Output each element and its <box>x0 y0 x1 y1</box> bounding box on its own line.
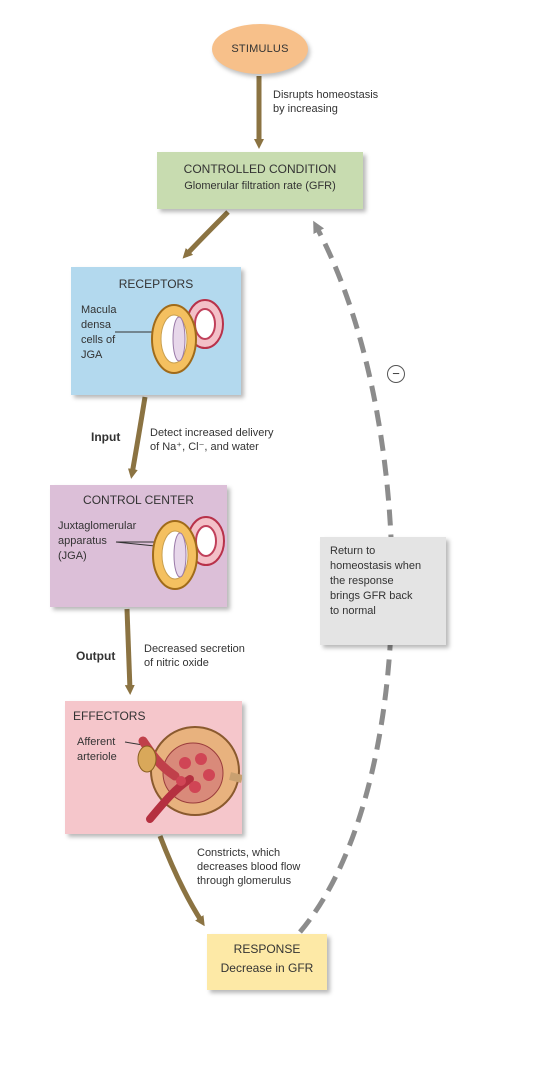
response-value: Decrease in GFR <box>220 961 314 975</box>
negative-feedback-sign: − <box>387 365 405 383</box>
arrow-effectors-to-response <box>157 835 205 927</box>
effectors-box: EFFECTORS Afferent arteriole <box>65 701 242 834</box>
controlled-condition-title: CONTROLLED CONDITION <box>183 162 337 176</box>
arrow-receptors-to-control <box>127 396 148 479</box>
input-text: Detect increased delivery of Na⁺, Cl⁻, a… <box>150 427 274 453</box>
effect-text: Constricts, which decreases blood flow t… <box>197 847 301 887</box>
receptors-title: RECEPTORS <box>118 277 194 291</box>
control-center-box: CONTROL CENTER Juxtaglomerular apparatus… <box>50 485 227 607</box>
arrow-control-to-effectors <box>124 608 135 695</box>
effectors-label: Afferent arteriole <box>77 736 117 763</box>
effectors-title: EFFECTORS <box>73 709 146 723</box>
response-title: RESPONSE <box>233 942 301 956</box>
control-center-title: CONTROL CENTER <box>83 493 194 507</box>
receptors-label: Macula densa cells of JGA <box>81 304 117 361</box>
output-label: Output <box>76 649 116 663</box>
stimulus-node: STIMULUS <box>212 24 308 74</box>
controlled-condition-value: Glomerular filtration rate (GFR) <box>184 180 336 192</box>
stimulus-effect-text: Disrupts homeostasis by increasing <box>273 89 379 115</box>
response-box: RESPONSE Decrease in GFR <box>207 934 327 990</box>
control-center-label: Juxtaglomerular apparatus (JGA) <box>58 520 137 562</box>
controlled-condition-box: CONTROLLED CONDITION Glomerular filtrati… <box>157 152 363 209</box>
input-label: Input <box>91 430 121 444</box>
afferent-arteriole-illustration <box>124 726 242 823</box>
return-to-homeostasis-box: Return to homeostasis when the response … <box>320 537 446 645</box>
receptors-box: RECEPTORS Macula densa cells of JGA <box>71 267 241 395</box>
jga-illustration <box>115 516 225 590</box>
arrow-condition-to-receptors <box>182 210 230 259</box>
macula-densa-illustration <box>115 299 224 374</box>
output-text: Decreased secretion of nitric oxide <box>144 643 245 669</box>
